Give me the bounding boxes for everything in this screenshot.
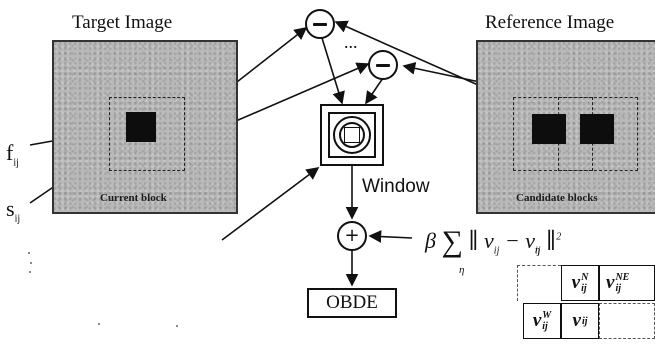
grid-cell-empty	[517, 265, 561, 301]
ellipsis: ...	[344, 32, 358, 53]
subtract-operator-2	[368, 50, 398, 80]
grid-cell-empty-east	[599, 303, 655, 339]
reference-image-title: Reference Image	[485, 12, 614, 34]
add-operator: +	[337, 221, 367, 251]
target-image-title: Target Image	[72, 12, 172, 34]
scan-speck	[98, 323, 100, 325]
window-center-square	[344, 127, 360, 143]
minus-icon	[313, 23, 327, 26]
f-ij-label: fij	[6, 140, 19, 168]
minus-icon	[376, 64, 390, 67]
subtract-operator-1	[305, 9, 335, 39]
obde-box: OBDE	[307, 288, 397, 318]
candidate-block-2	[580, 114, 614, 144]
scan-speck	[28, 252, 30, 254]
current-block	[126, 112, 156, 142]
current-block-caption: Current block	[100, 192, 167, 204]
target-image-panel: Current block	[52, 40, 238, 214]
reference-image-panel: Candidate blocks	[476, 40, 655, 214]
scan-speck	[176, 325, 178, 327]
arrow-minus2-to-window	[366, 78, 383, 103]
scan-speck	[29, 271, 31, 273]
window-label: Window	[362, 176, 430, 198]
window-box	[320, 104, 384, 166]
s-ij-label: sij	[6, 196, 20, 224]
candidate-blocks-caption: Candidate blocks	[516, 192, 598, 204]
plus-icon: +	[344, 227, 359, 245]
candidate-block-1	[532, 114, 566, 144]
scan-speck	[30, 262, 32, 264]
arrow-minus1-to-window	[322, 38, 342, 103]
arrow-formula-to-plus	[370, 236, 412, 238]
